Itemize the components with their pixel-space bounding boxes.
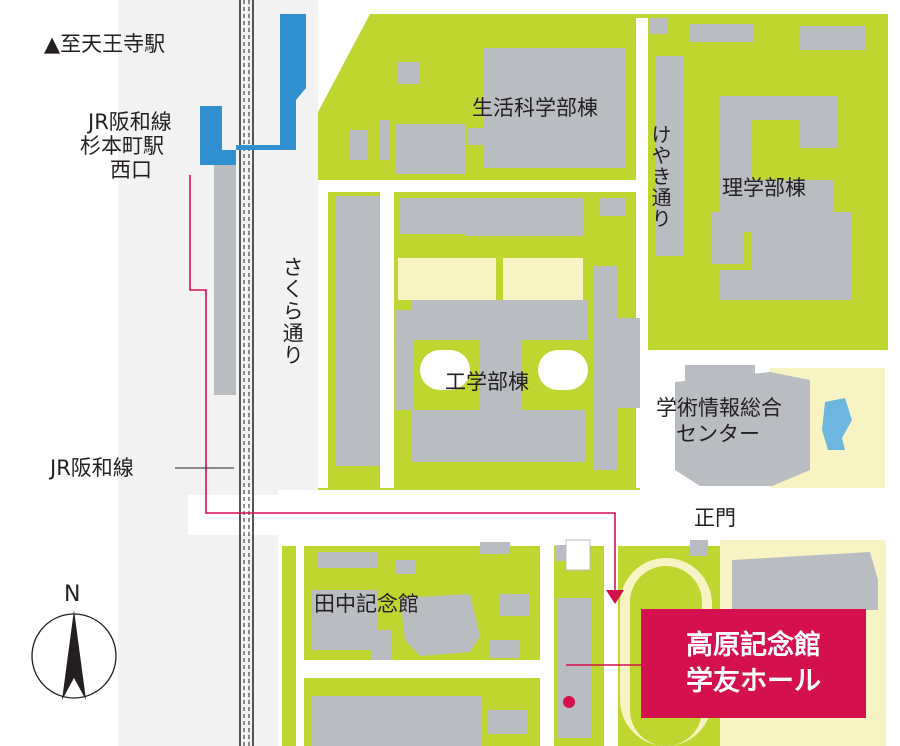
station-label-line3: 西口: [110, 158, 152, 182]
destination-line2: 学友ホール: [686, 665, 821, 697]
north-buildings: [336, 18, 866, 486]
destination-marker: [563, 696, 575, 708]
south-buildings: [312, 540, 878, 746]
access-route: [189, 175, 641, 666]
gakujutsu-label-line1: 学術情報総合: [656, 396, 782, 420]
line-label: JR阪和線: [50, 456, 134, 480]
railway: [239, 0, 254, 746]
seikatsu-label: 生活科学部棟: [472, 96, 598, 120]
route-arrow: [606, 590, 624, 604]
tanaka-label: 田中記念館: [314, 592, 419, 616]
gakujutsu-label-line2: センター: [676, 422, 760, 446]
rigaku-label: 理学部棟: [722, 176, 806, 200]
west-road-area: [118, 0, 188, 746]
compass-needle-icon: [62, 610, 86, 700]
keyaki-street-label: けやき通り: [648, 124, 672, 229]
north-inner-roads: [318, 18, 648, 488]
station-label-line2: 杉本町駅: [80, 134, 164, 158]
station-building: [200, 14, 306, 165]
small-bldg-south: [565, 539, 591, 571]
pond: [822, 398, 852, 450]
lawn-2: [503, 258, 583, 300]
south-road: [188, 495, 900, 535]
destination-box: 高原記念館 学友ホール: [641, 609, 866, 718]
sakura-street-label: さくら通り: [280, 256, 305, 366]
lawn-1: [398, 258, 496, 300]
platform: [214, 165, 236, 395]
seimon-label: 正門: [694, 506, 736, 530]
kogaku-label: 工学部棟: [445, 370, 529, 394]
compass-n-label: N: [64, 582, 81, 607]
station-label-line1: JR阪和線: [88, 110, 172, 134]
destination-line1: 高原記念館: [686, 630, 821, 662]
compass: [31, 610, 117, 700]
north-direction-label: ▲至天王寺駅: [44, 32, 166, 56]
